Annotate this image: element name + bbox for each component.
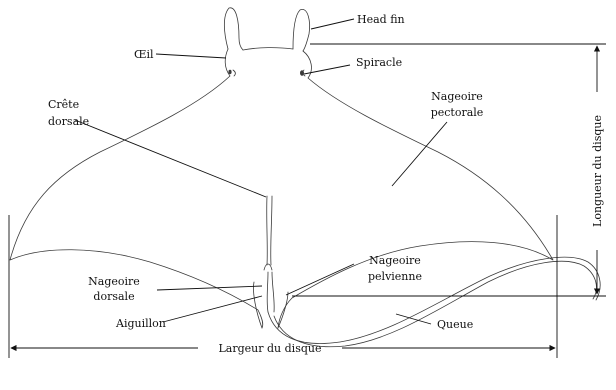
head-front-edge xyxy=(242,47,294,51)
head-fin-leader xyxy=(310,18,355,30)
dorsal-ridge-right xyxy=(270,195,273,266)
spiracle-leader xyxy=(303,64,351,75)
aiguillon-leader xyxy=(162,295,263,323)
head-fin-text: Head fin xyxy=(357,13,405,26)
pectorale-text-line2: pectorale xyxy=(431,106,484,119)
right-pelvic-fin xyxy=(277,291,289,329)
left-eye-mark xyxy=(228,69,232,75)
disc-length-label: Longueur du disque xyxy=(591,115,604,227)
pelvienne-leader xyxy=(285,263,355,296)
left-head-fin xyxy=(223,7,244,51)
crete-text-line2: dorsale xyxy=(48,115,89,128)
disc-length-dimension: Longueur du disque xyxy=(292,43,606,297)
aiguillon-text: Aiguillon xyxy=(115,317,166,330)
crete-text-line1: Crête xyxy=(48,98,79,111)
ray-body xyxy=(9,7,601,348)
label-crete-dorsale: Crête dorsale xyxy=(48,98,267,198)
dorsale-text-line1: Nageoire xyxy=(88,275,140,288)
right-pectoral-fin xyxy=(277,50,554,329)
disc-width-label: Largeur du disque xyxy=(219,342,322,355)
disc-width-dimension: Largeur du disque xyxy=(8,215,558,358)
label-head-fin: Head fin xyxy=(310,13,405,30)
pectorale-leader xyxy=(391,121,448,187)
label-oeil: Œil xyxy=(134,48,227,61)
label-nageoire-pectorale: Nageoire pectorale xyxy=(391,90,484,187)
dorsale-text-line2: dorsale xyxy=(93,290,134,303)
label-nageoire-dorsale: Nageoire dorsale xyxy=(88,275,263,303)
dorsale-leader xyxy=(156,285,263,291)
oeil-text: Œil xyxy=(134,48,154,61)
pelvienne-text-line2: pelvienne xyxy=(368,270,422,283)
dorsal-fin-shape xyxy=(263,263,273,271)
oeil-leader xyxy=(155,53,227,59)
label-nageoire-pelvienne: Nageoire pelvienne xyxy=(285,254,422,296)
right-spiracle-mark xyxy=(300,70,304,76)
pectorale-text-line1: Nageoire xyxy=(431,90,483,103)
label-aiguillon: Aiguillon xyxy=(115,295,263,330)
label-spiracle: Spiracle xyxy=(303,56,402,75)
queue-leader xyxy=(395,313,432,325)
left-head-groove xyxy=(232,69,236,77)
label-queue: Queue xyxy=(395,313,473,331)
tail-upper xyxy=(267,256,601,344)
spine-base xyxy=(266,271,275,313)
left-pelvic-fin xyxy=(253,281,263,329)
spiracle-text: Spiracle xyxy=(356,56,402,69)
dorsal-ridge xyxy=(266,195,268,266)
crete-leader xyxy=(74,119,267,198)
pelvienne-text-line1: Nageoire xyxy=(369,254,421,267)
tail-lower xyxy=(273,260,597,348)
right-head-fin xyxy=(292,8,310,52)
queue-text: Queue xyxy=(437,318,473,331)
